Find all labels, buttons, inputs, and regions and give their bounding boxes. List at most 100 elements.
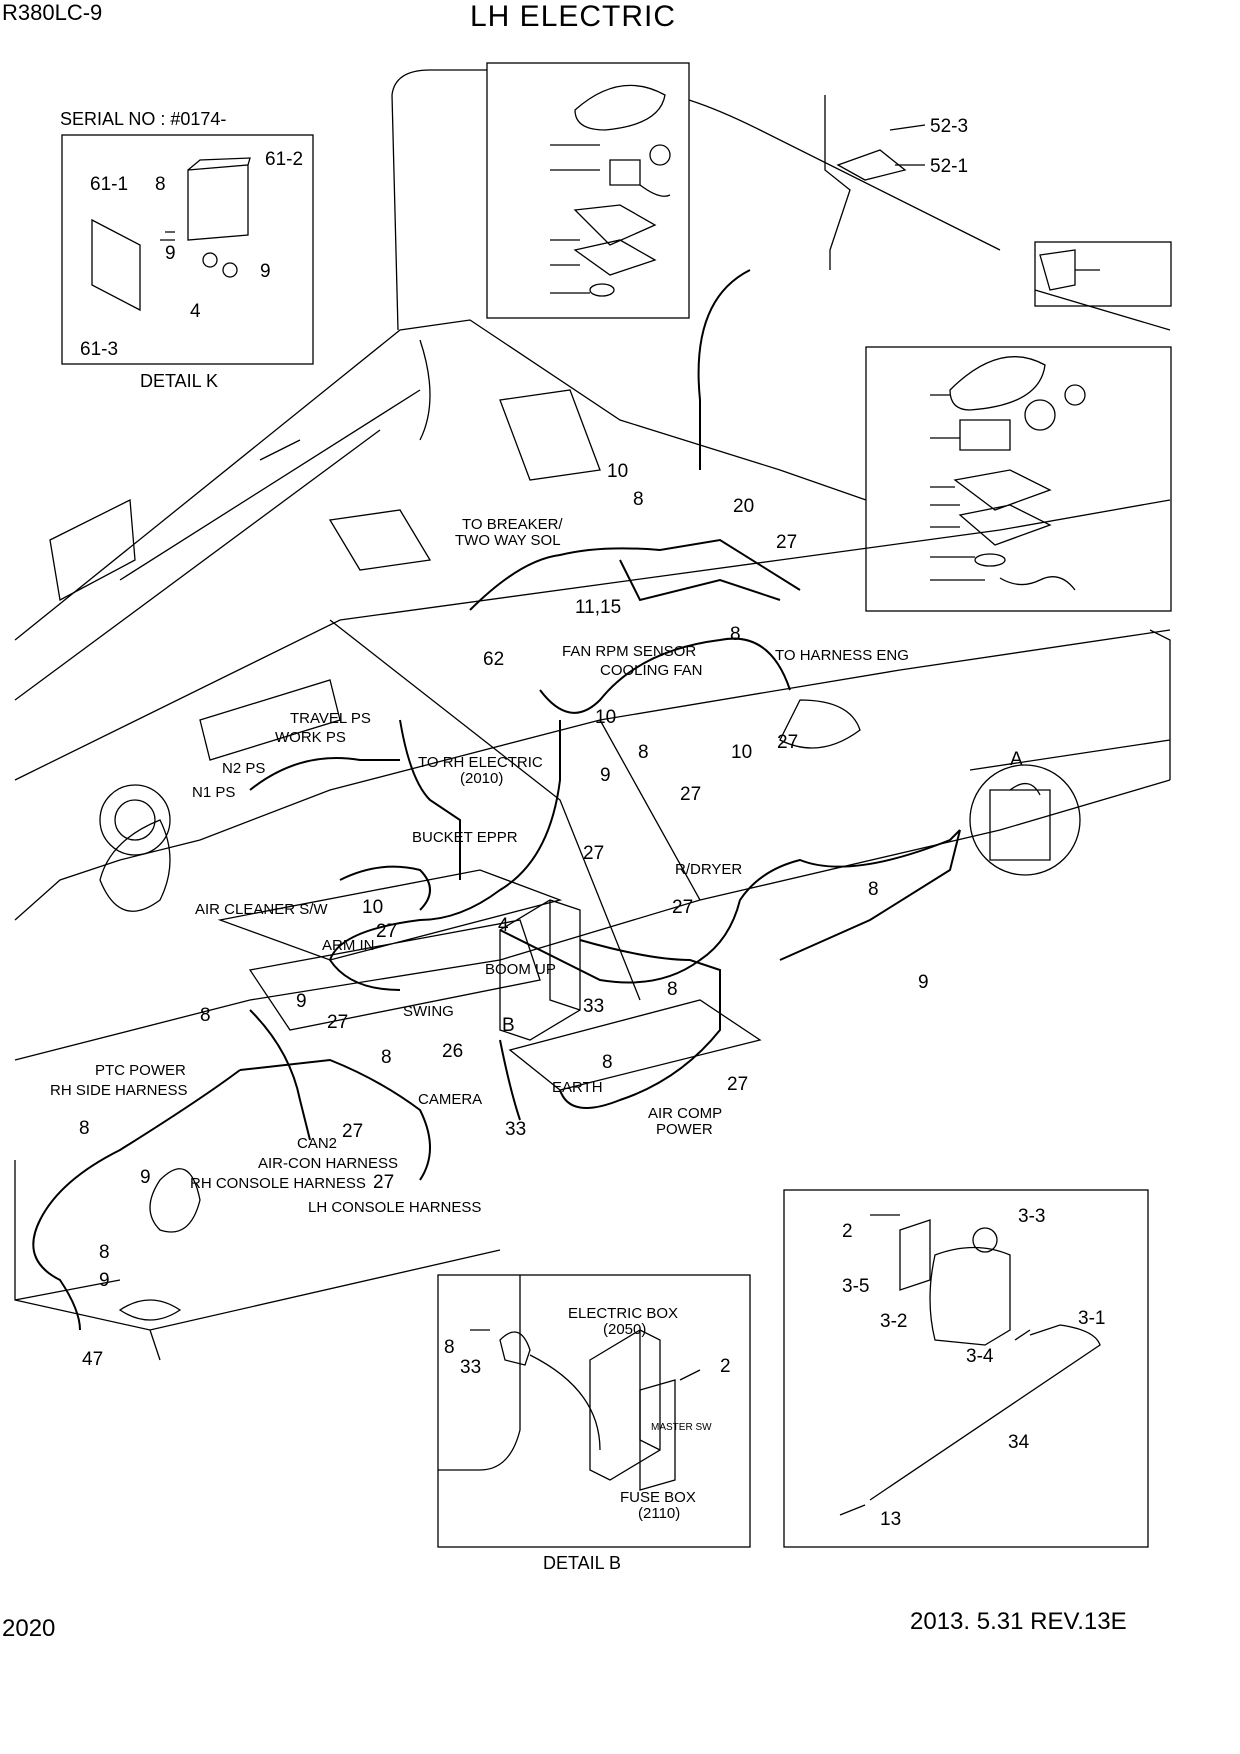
serial-number: SERIAL NO : #0174- <box>60 109 227 129</box>
label: POWER <box>656 1121 713 1138</box>
callout: 62 <box>483 649 505 670</box>
callout: 8 <box>200 1005 211 1026</box>
callout: 3-2 <box>880 1311 908 1332</box>
label: TWO WAY SOL <box>455 532 561 549</box>
label: SWING <box>403 1003 454 1020</box>
callout: 3-4 <box>966 1346 994 1367</box>
label: RH CONSOLE HARNESS <box>190 1175 366 1192</box>
detail-k-caption: DETAIL K <box>140 371 219 391</box>
cap-detail-2-frame <box>865 346 1172 612</box>
electric-box-label: ELECTRIC BOX <box>568 1305 679 1322</box>
callout: 27 <box>680 784 702 805</box>
callout: 9 <box>99 1270 110 1291</box>
callout: 3-3 <box>1018 1206 1046 1227</box>
label: CAMERA <box>418 1091 483 1108</box>
callout: 8 <box>79 1118 90 1139</box>
frame-hole-left <box>99 819 171 912</box>
callout: 27 <box>376 921 398 942</box>
label: EARTH <box>552 1079 603 1096</box>
callout: 27 <box>727 1074 749 1095</box>
page-number: 2020 <box>2 1615 56 1642</box>
callout: 61-1 <box>90 174 129 195</box>
master-switch-label: MASTER SW <box>651 1422 712 1433</box>
electric-box-code: (2050) <box>603 1321 647 1338</box>
callout: 8 <box>381 1047 392 1068</box>
label: ARM IN <box>322 937 375 954</box>
label: B <box>502 1015 515 1036</box>
callout: 27 <box>373 1172 395 1193</box>
callout: 27 <box>342 1121 364 1142</box>
label: FAN RPM SENSOR <box>562 643 697 660</box>
label: RH SIDE HARNESS <box>50 1082 188 1099</box>
k-cover-plate <box>91 218 141 312</box>
callout: 8 <box>633 489 644 510</box>
label: PTC POWER <box>95 1062 186 1079</box>
revision-date: 2013. 5.31 REV.13E <box>910 1608 1127 1635</box>
detail-a-circle <box>969 764 1081 876</box>
callout: 10 <box>607 461 629 482</box>
callout: 8 <box>155 174 166 195</box>
callout: 3-5 <box>842 1276 870 1297</box>
callout: 27 <box>672 897 694 918</box>
callout: 33 <box>583 996 605 1017</box>
label: TO HARNESS ENG <box>775 647 909 664</box>
label: BOOM UP <box>485 961 556 978</box>
callout: 52-3 <box>930 116 969 137</box>
label: TO BREAKER/ <box>462 516 563 533</box>
callout: 33 <box>505 1119 527 1140</box>
callout: 10 <box>731 742 753 763</box>
callout: 4 <box>190 301 201 322</box>
callout: 27 <box>776 532 798 553</box>
label: AIR COMP <box>648 1105 723 1122</box>
callout: 61-3 <box>80 339 119 360</box>
callout: 9 <box>260 261 271 282</box>
label: BUCKET EPPR <box>412 829 518 846</box>
label: N2 PS <box>222 760 266 777</box>
callout: 26 <box>442 1041 464 1062</box>
callout: 33 <box>460 1357 482 1378</box>
label: TRAVEL PS <box>290 710 371 727</box>
callout: 9 <box>296 991 307 1012</box>
tank-detail-frame <box>783 1189 1149 1548</box>
label: A <box>1010 749 1023 770</box>
callout: 2 <box>842 1221 853 1242</box>
frame-boss-1-inner <box>114 799 156 841</box>
callout: 4 <box>498 915 509 936</box>
callout: 27 <box>777 732 799 753</box>
cap-detail-frame <box>486 62 690 319</box>
callout: 8 <box>444 1337 455 1358</box>
callout: 11,15 <box>575 597 622 618</box>
callout: 8 <box>638 742 649 763</box>
frame-boss-1 <box>99 784 171 856</box>
detail-b-frame <box>437 1274 751 1548</box>
callout: 8 <box>602 1052 613 1073</box>
callout: 10 <box>362 897 384 918</box>
callout: 27 <box>327 1012 349 1033</box>
callout: 2 <box>720 1356 731 1377</box>
label: AIR-CON HARNESS <box>258 1155 399 1172</box>
callout: 9 <box>165 243 176 264</box>
callout: 9 <box>140 1167 151 1188</box>
label: N1 PS <box>192 784 236 801</box>
page-title: LH ELECTRIC <box>470 0 677 33</box>
callout: 9 <box>600 765 611 786</box>
label: AIR CLEANER S/W <box>195 901 328 918</box>
detail-k-frame <box>61 134 314 365</box>
callout: 8 <box>868 879 879 900</box>
callout: 52-1 <box>930 156 969 177</box>
callout: 8 <box>667 979 678 1000</box>
callout: 13 <box>880 1509 902 1530</box>
callout: 8 <box>730 624 741 645</box>
model-number: R380LC-9 <box>2 0 103 25</box>
callout: 3-1 <box>1078 1308 1106 1329</box>
label: R/DRYER <box>675 861 743 878</box>
callout: 61-2 <box>265 149 304 170</box>
fuse-box-code: (2110) <box>638 1505 681 1522</box>
label: COOLING FAN <box>600 662 703 679</box>
callout: 34 <box>1008 1432 1030 1453</box>
callout: 10 <box>595 707 617 728</box>
callout: 47 <box>82 1349 104 1370</box>
bracket-detail-frame <box>1034 241 1172 307</box>
